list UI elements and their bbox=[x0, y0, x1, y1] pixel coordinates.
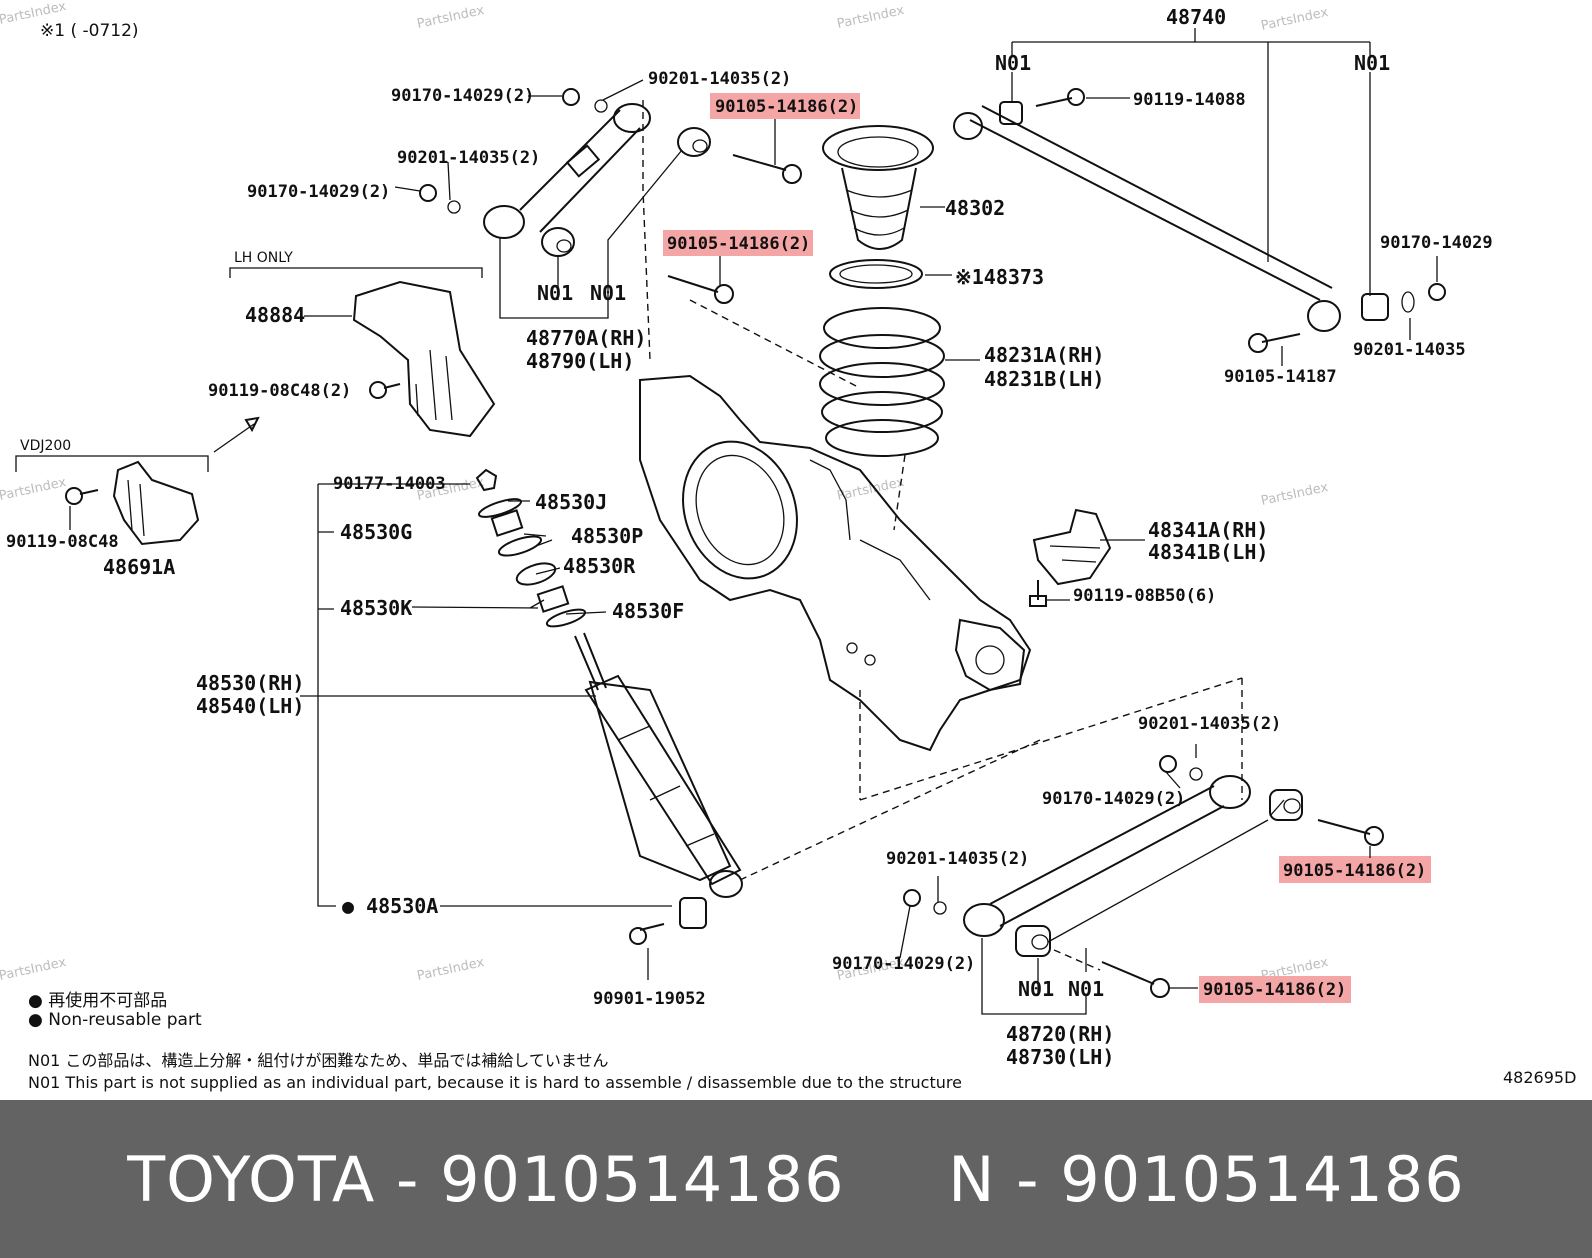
label-48302: 48302 bbox=[945, 196, 1005, 220]
watermark: PartsIndex bbox=[416, 3, 486, 32]
watermark: PartsIndex bbox=[836, 3, 906, 32]
label-vdj200: VDJ200 bbox=[20, 438, 71, 454]
exploded-view-drawing: PartsIndex PartsIndex PartsIndex PartsIn… bbox=[0, 0, 1576, 1087]
label-n01: N01 bbox=[590, 281, 626, 305]
label-90170-14029-2: 90170-14029(2) bbox=[247, 182, 390, 202]
label-90170-14029-2: 90170-14029(2) bbox=[391, 86, 534, 106]
applicability-note: ※1 ( -0712) bbox=[40, 21, 139, 41]
label-48341a: 48341A(RH) bbox=[1148, 518, 1268, 542]
label-48530rh: 48530(RH) bbox=[196, 671, 304, 695]
watermark: PartsIndex bbox=[1260, 480, 1330, 509]
legend-non-reusable-en: ● Non-reusable part bbox=[28, 1010, 202, 1030]
label-48373: ※148373 bbox=[955, 265, 1044, 289]
bracket-48884 bbox=[352, 280, 496, 438]
label-48740: 48740 bbox=[1166, 5, 1226, 29]
footer-bar: TOYOTA - 9010514186 N - 9010514186 bbox=[0, 1100, 1592, 1258]
label-48231a: 48231A(RH) bbox=[984, 343, 1104, 367]
label-48530r: 48530R bbox=[563, 554, 636, 578]
label-90105-14186-2: 90105-14186(2) bbox=[715, 97, 858, 117]
label-48884: 48884 bbox=[245, 303, 305, 327]
label-n01: N01 bbox=[1354, 51, 1390, 75]
label-48730: 48730(LH) bbox=[1006, 1045, 1114, 1069]
diagram-id: 482695D bbox=[1503, 1068, 1576, 1087]
label-48231b: 48231B(LH) bbox=[984, 367, 1104, 391]
label-90170-14029: 90170-14029 bbox=[1380, 233, 1493, 253]
rear-axle-housing bbox=[639, 374, 1032, 752]
lateral-control-rod bbox=[953, 88, 1446, 353]
label-48530f: 48530F bbox=[612, 599, 684, 623]
label-90105-14186-2: 90105-14186(2) bbox=[1283, 861, 1426, 881]
label-90170-14029-2: 90170-14029(2) bbox=[832, 954, 975, 974]
label-90170-14029-2: 90170-14029(2) bbox=[1042, 789, 1185, 809]
highlight-box bbox=[1279, 856, 1431, 883]
label-90201-14035: 90201-14035 bbox=[1353, 340, 1466, 360]
label-n01: N01 bbox=[995, 51, 1031, 75]
shock-absorber bbox=[475, 468, 743, 945]
label-48530g: 48530G bbox=[340, 520, 412, 544]
label-90201-14035-2: 90201-14035(2) bbox=[397, 148, 540, 168]
legend-non-reusable-jp: ● 再使用不可部品 bbox=[28, 991, 168, 1011]
highlight-box bbox=[710, 93, 860, 119]
label-n01: N01 bbox=[537, 281, 573, 305]
lower-control-arm bbox=[903, 755, 1384, 998]
watermark: PartsIndex bbox=[0, 955, 68, 984]
highlight-box bbox=[663, 230, 813, 256]
label-90201-14035-2: 90201-14035(2) bbox=[648, 69, 791, 89]
label-90119-14088: 90119-14088 bbox=[1133, 90, 1246, 110]
label-90901-19052: 90901-19052 bbox=[593, 989, 706, 1009]
label-90119-08b50-6: 90119-08B50(6) bbox=[1073, 586, 1216, 606]
label-90105-14187: 90105-14187 bbox=[1224, 367, 1337, 387]
watermark: PartsIndex bbox=[416, 955, 486, 984]
label-90201-14035-2: 90201-14035(2) bbox=[1138, 714, 1281, 734]
label-90105-14186-2: 90105-14186(2) bbox=[1203, 980, 1346, 1000]
label-48770a: 48770A(RH) bbox=[526, 326, 646, 350]
label-n01: N01 bbox=[1018, 977, 1054, 1001]
label-90119-08c48: 90119-08C48 bbox=[6, 532, 119, 552]
label-48530p: 48530P bbox=[571, 524, 643, 548]
label-90105-14186-2: 90105-14186(2) bbox=[667, 234, 810, 254]
label-n01: N01 bbox=[1068, 977, 1104, 1001]
label-48540lh: 48540(LH) bbox=[196, 694, 304, 718]
label-90119-08c48-2: 90119-08C48(2) bbox=[208, 381, 351, 401]
label-90201-14035-2: 90201-14035(2) bbox=[886, 849, 1029, 869]
watermark: PartsIndex bbox=[1260, 5, 1330, 34]
label-lh-only: LH ONLY bbox=[234, 250, 293, 266]
label-48790: 48790(LH) bbox=[526, 349, 634, 373]
coil-spring-assembly bbox=[819, 125, 945, 457]
label-48691a: 48691A bbox=[103, 555, 175, 579]
label-48341b: 48341B(LH) bbox=[1148, 540, 1268, 564]
label-48530k: 48530K bbox=[340, 596, 412, 620]
watermark: PartsIndex bbox=[0, 475, 68, 504]
bracket-48341 bbox=[1029, 508, 1112, 607]
label-90177-14003: 90177-14003 bbox=[333, 474, 446, 494]
legend-n01-jp: N01 この部品は、構造上分解・組付けが困難なため、単品では補給していません bbox=[28, 1051, 609, 1070]
parts-diagram: PartsIndex PartsIndex PartsIndex PartsIn… bbox=[0, 0, 1577, 1092]
highlight-box bbox=[1199, 976, 1351, 1003]
label-48530a: ● 48530A bbox=[342, 894, 438, 918]
upper-left-control-arm bbox=[419, 88, 802, 319]
label-48530j: 48530J bbox=[535, 490, 607, 514]
legend-n01-en: N01 This part is not supplied as an indi… bbox=[28, 1073, 962, 1092]
part-number-title: TOYOTA - 9010514186 N - 9010514186 bbox=[127, 1142, 1465, 1216]
label-48720: 48720(RH) bbox=[1006, 1022, 1114, 1046]
bracket-48691a bbox=[65, 460, 200, 546]
